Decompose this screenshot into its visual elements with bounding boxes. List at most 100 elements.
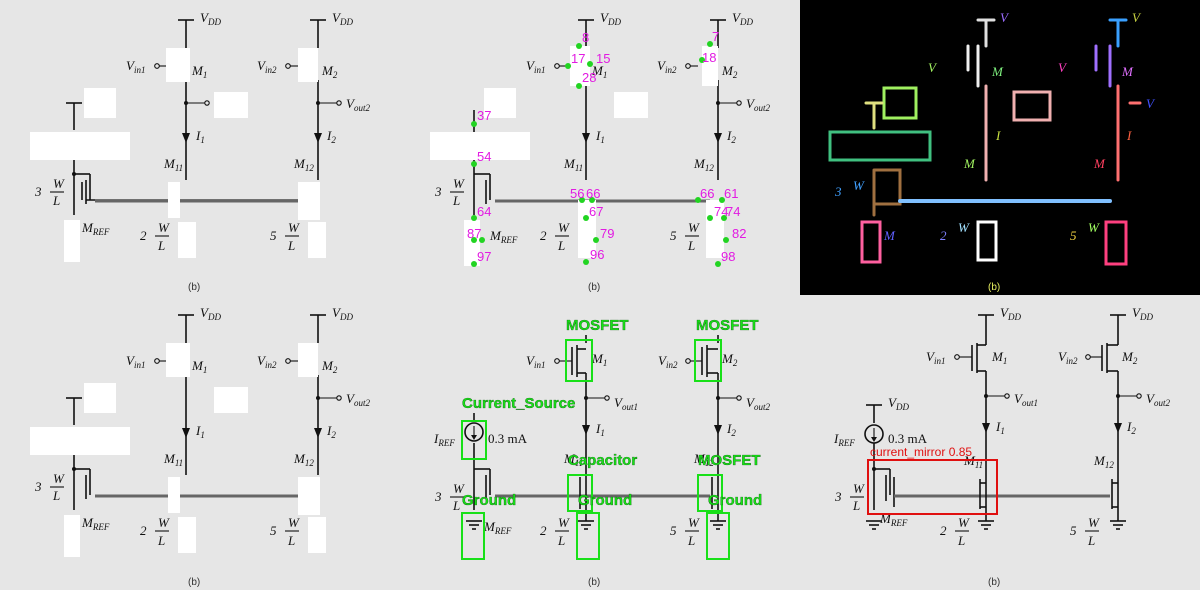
ratio-m12: 5 <box>670 228 677 243</box>
vdd-label-2: V <box>1132 305 1142 320</box>
w-label-m11: W <box>558 220 570 235</box>
vout2-sub: out2 <box>354 398 371 408</box>
svg-text:I2: I2 <box>326 128 336 145</box>
svg-text:Vin1: Vin1 <box>526 58 545 75</box>
svg-text:Vin1: Vin1 <box>126 58 145 75</box>
ratio-m12: 5 <box>1070 228 1077 243</box>
keypoint-label: 96 <box>590 247 604 262</box>
vout1-sub: out1 <box>622 402 638 412</box>
w-label-m12: W <box>1088 220 1100 235</box>
i1-label: I <box>595 128 601 143</box>
m2-label: M <box>721 63 734 78</box>
i1-sub: 1 <box>1000 426 1005 436</box>
svg-text:M12: M12 <box>1093 453 1114 470</box>
i2-sub: 2 <box>731 428 736 438</box>
panel-current-mirror: VDD VDD Vin1 Vin2 M1 M2 I1 I2 Vout1 Vout… <box>800 295 1200 590</box>
vin2-label: V <box>657 58 667 73</box>
svg-text:M12: M12 <box>693 156 714 173</box>
detection-label-mosfet-2: MOSFET <box>696 317 759 334</box>
vout2-sub: out2 <box>754 103 771 113</box>
m12-label: M <box>693 451 706 466</box>
detection-label-ground: Ground <box>462 492 516 509</box>
vdd-label: V <box>200 10 210 25</box>
detection-boxes <box>461 339 730 560</box>
w-label-ref: W <box>853 178 865 193</box>
vout2-label: V <box>1146 391 1156 406</box>
m2-label: M <box>321 63 334 78</box>
svg-text:Vin2: Vin2 <box>257 353 277 370</box>
m2-label: M <box>1121 64 1134 79</box>
m11-sub: 11 <box>575 458 583 468</box>
vout2-label: V <box>346 391 356 406</box>
mref-sub: REF <box>494 526 512 536</box>
mref-label: M <box>81 515 94 530</box>
vin1-label: V <box>126 353 136 368</box>
w-label-ref: W <box>53 176 65 191</box>
ratio-m11: 2 <box>540 228 547 243</box>
mref-label: M <box>883 228 896 243</box>
svg-text:I2: I2 <box>726 128 736 145</box>
svg-text:Vin2: Vin2 <box>658 353 678 370</box>
vin1-sub: in1 <box>134 65 146 75</box>
keypoint-label: 67 <box>589 204 603 219</box>
vin1-label: V <box>526 353 536 368</box>
vdd-label-2: V <box>732 10 742 25</box>
w-label-m11: W <box>558 515 570 530</box>
svg-text:M11: M11 <box>163 451 183 468</box>
vin2-label: V <box>1058 60 1068 75</box>
vdd-sub: DD <box>207 17 221 27</box>
keypoint-label: 97 <box>477 249 491 264</box>
vdd-sub-ref: DD <box>895 402 909 412</box>
detection-label-ground-3: Ground <box>708 492 762 509</box>
svg-text:M1: M1 <box>191 63 207 80</box>
vdd-label: V <box>600 10 610 25</box>
detection-label-capacitor: Capacitor <box>568 452 637 469</box>
w-label-ref: W <box>53 471 65 486</box>
vin2-sub: in2 <box>665 65 677 75</box>
current-mirror-score: 0.85 <box>949 445 973 459</box>
iref-label: I <box>433 431 439 446</box>
svg-text:VDD: VDD <box>200 305 221 322</box>
m1-label: M <box>591 351 604 366</box>
svg-text:Vin2: Vin2 <box>1058 349 1078 366</box>
ratio-ref: 3 <box>834 489 842 504</box>
ratio-m11: 2 <box>540 523 547 538</box>
vdd-sub-2: DD <box>339 17 353 27</box>
w-label-m11: W <box>158 515 170 530</box>
svg-text:I1: I1 <box>195 128 205 145</box>
schematic-masked-bottom: VDD VDD Vin1 Vin2 M1 M2 I1 I2 Vout2 M11 … <box>30 305 370 588</box>
vin1-label: V <box>126 58 136 73</box>
iref-value: 0.3 mA <box>488 431 528 446</box>
svg-text:M11: M11 <box>563 451 583 468</box>
ratio-ref: 3 <box>434 184 442 199</box>
keypoint-label: 37 <box>477 108 491 123</box>
svg-text:M2: M2 <box>721 351 738 368</box>
schematic-detections: Vin1 Vin2 M1 M2 I1 I2 Vout1 Vout2 <box>433 317 770 588</box>
l-label-m11: L <box>957 533 965 548</box>
iref-label: I <box>833 431 839 446</box>
keypoint-label: 82 <box>732 226 746 241</box>
keypoint-label: 17 <box>571 51 585 66</box>
keypoint-label: 87 <box>467 226 481 241</box>
svg-text:M11: M11 <box>563 156 583 173</box>
w-label-ref: W <box>453 481 465 496</box>
l-label-m11: L <box>557 533 565 548</box>
l-label-m12: L <box>287 238 295 253</box>
vin2-label: V <box>257 58 267 73</box>
mref-sub: REF <box>890 518 908 528</box>
ratio-ref: 3 <box>434 489 442 504</box>
vout2-label: V <box>746 96 756 111</box>
w-label-m11: W <box>958 220 970 235</box>
svg-text:MREF: MREF <box>489 228 518 245</box>
vdd-sub: DD <box>607 17 621 27</box>
m2-sub: 2 <box>1133 356 1138 366</box>
svg-text:Vout2: Vout2 <box>346 391 370 408</box>
i1-sub: 1 <box>200 430 205 440</box>
vin1-label: V <box>926 349 936 364</box>
vin1-sub: in1 <box>134 360 146 370</box>
w-label-m11: W <box>958 515 970 530</box>
i1-sub: 1 <box>600 428 605 438</box>
caption: (b) <box>588 282 600 293</box>
svg-text:VDD: VDD <box>600 10 621 27</box>
